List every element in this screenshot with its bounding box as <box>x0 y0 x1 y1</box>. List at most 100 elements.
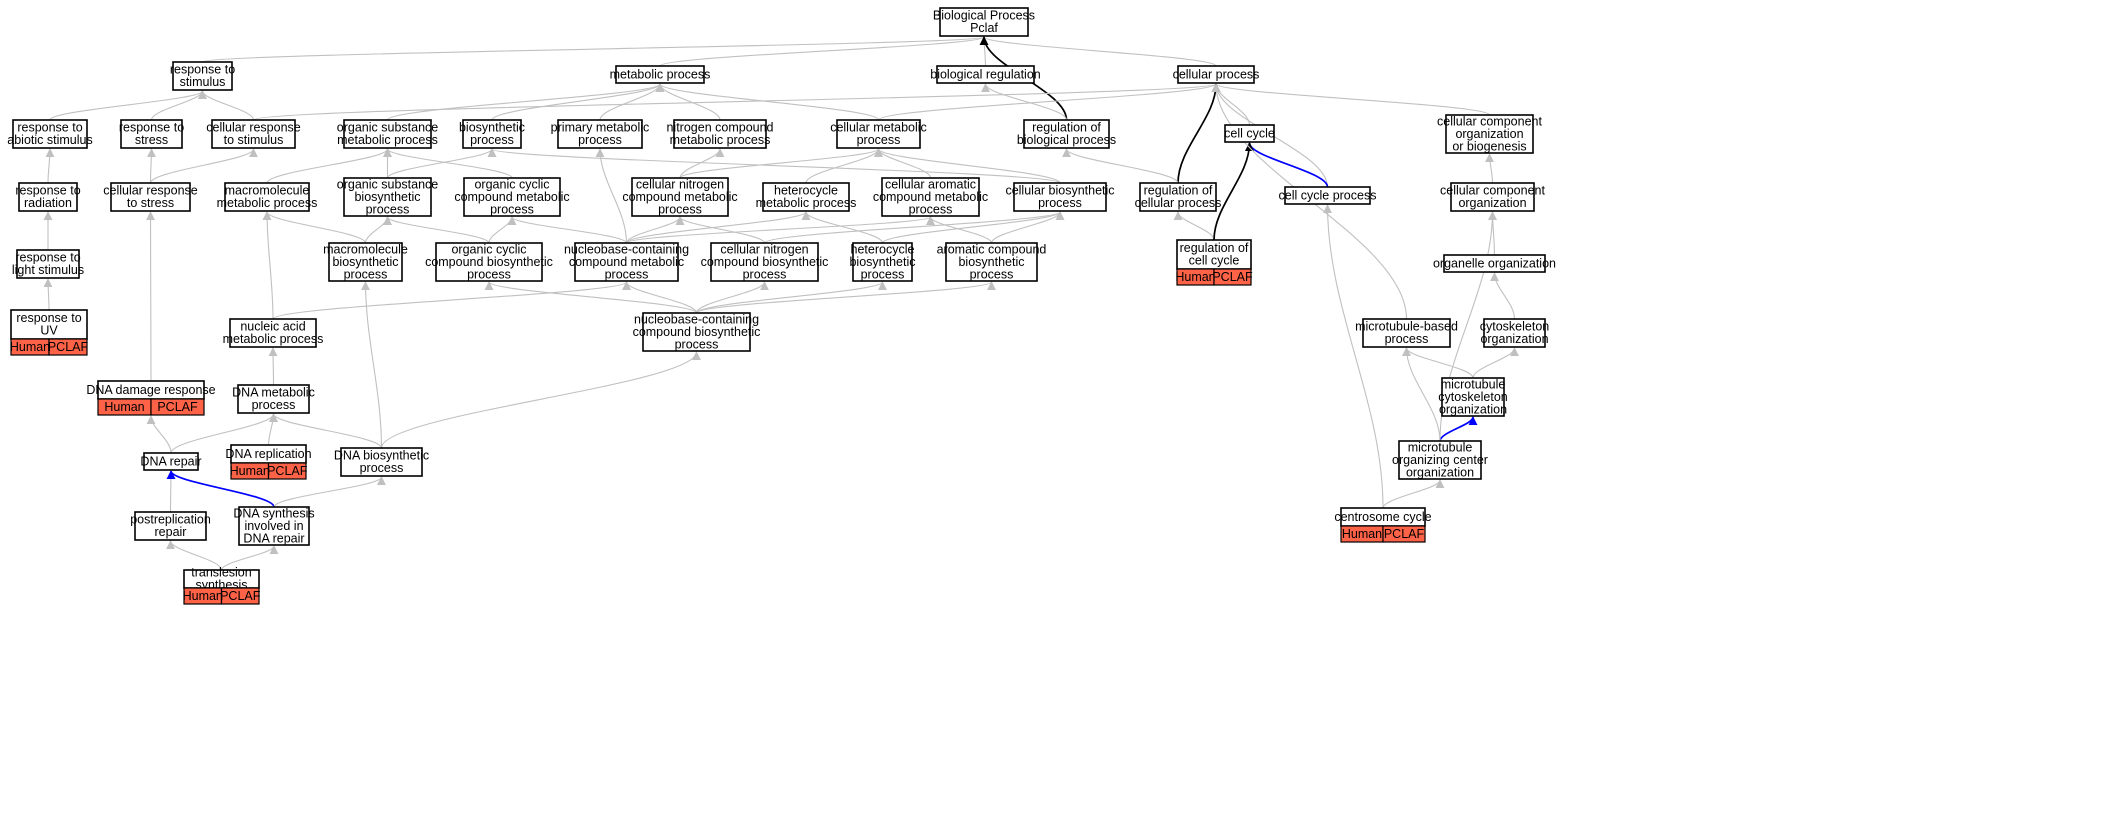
node-box <box>852 242 913 282</box>
node-label-line: process <box>252 398 296 412</box>
node-dnarepair[interactable]: DNA repair <box>140 452 202 471</box>
node-box <box>463 177 561 217</box>
node-label-line: metabolic process <box>670 133 771 147</box>
node-label-line: centrosome cycle <box>1334 510 1431 524</box>
node-box <box>343 177 432 217</box>
node-box <box>574 242 679 282</box>
node-orgorg[interactable]: organelle organization <box>1433 254 1556 273</box>
node-label-line: biosynthetic <box>354 190 420 204</box>
annotation-label: Human <box>230 464 270 478</box>
node-label-line: to stimulus <box>224 133 284 147</box>
node-label-line: organic substance <box>337 121 439 135</box>
node-label-line: organization <box>1480 332 1548 346</box>
edge-regcp-to-regbp <box>1062 148 1179 184</box>
node-label-line: postreplication <box>130 513 211 527</box>
edge-dnasyn-to-dnarepair <box>166 470 275 508</box>
node-cellp[interactable]: cellular process <box>1173 65 1260 84</box>
node-ccp[interactable]: cell cycle process <box>1279 186 1377 205</box>
node-label-line: Pclaf <box>970 21 998 35</box>
node-label-line: organization <box>1406 465 1474 479</box>
node-label-line: heterocycle <box>851 242 915 256</box>
edge-nbccbp-to-acbp <box>695 281 996 314</box>
node-label-line: metabolic process <box>223 332 324 346</box>
edge-cellp-to-bp <box>979 36 1217 67</box>
node-box <box>18 182 78 212</box>
edge-stress-to-stim <box>150 90 207 121</box>
edge-nameta-to-nbccmp <box>272 281 631 320</box>
node-label-line: aromatic compound <box>937 242 1047 256</box>
node-ccycle[interactable]: cell cycle <box>1224 124 1275 143</box>
node-label-line: organization <box>1439 402 1507 416</box>
node-label-line: radiation <box>24 196 72 210</box>
node-label-line: metabolic process <box>610 67 711 81</box>
node-label-line: cytoskeleton <box>1480 320 1550 334</box>
node-label-line: DNA replication <box>225 447 311 461</box>
edge-nameta-to-macrometa <box>262 211 274 320</box>
node-meta[interactable]: metabolic process <box>610 65 711 84</box>
node-bioreg[interactable]: biological regulation <box>930 65 1041 84</box>
node-box <box>631 177 729 217</box>
node-label-line: organization <box>1455 127 1523 141</box>
node-label-line: process <box>857 133 901 147</box>
edge-tls-to-dnasyn <box>220 545 279 571</box>
edge-cncmp-to-cmeta <box>679 148 883 179</box>
edge-dnameta-to-nameta <box>268 347 278 386</box>
node-label-line: nucleobase-containing <box>564 242 689 256</box>
node-label-line: cellular response <box>103 184 198 198</box>
node-box <box>211 119 296 149</box>
node-box <box>557 119 643 149</box>
node-label-line: biological regulation <box>930 67 1041 81</box>
edge-cytoorg-to-orgorg <box>1490 272 1516 320</box>
node-box <box>642 312 751 352</box>
node-label-line: compound biosynthetic <box>701 255 829 269</box>
node-box <box>1445 114 1534 154</box>
edge-occmp-to-osmp <box>383 148 513 179</box>
